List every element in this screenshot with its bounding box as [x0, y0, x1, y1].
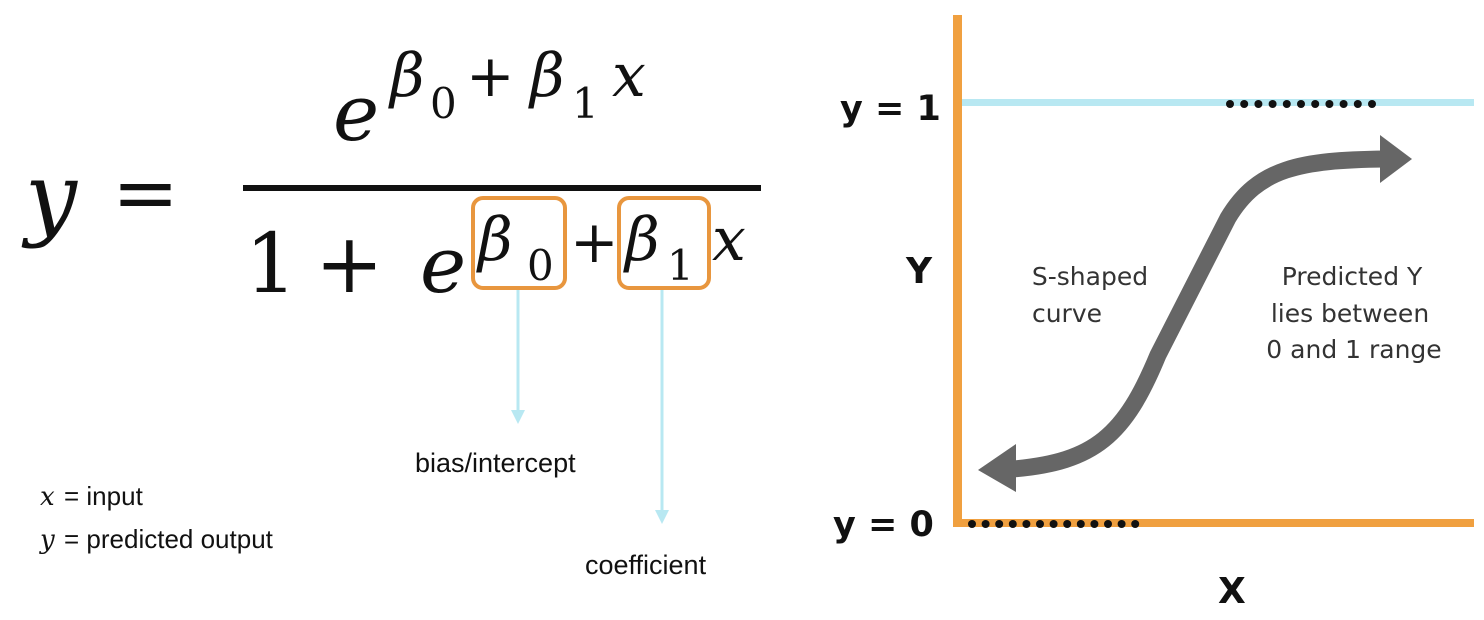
coefficient-arrow-head: [655, 510, 669, 524]
lower-dot: [968, 520, 976, 528]
legend-y-desc: = predicted output: [64, 524, 274, 554]
upper-dot: [1254, 100, 1263, 108]
denominator-e: e: [420, 221, 466, 311]
curve-arrow-head-left: [978, 444, 1016, 492]
lower-dot: [1049, 520, 1058, 528]
numerator-e: e: [333, 69, 379, 159]
s-shaped-curve: [1012, 150, 1386, 478]
formula-lhs: y: [21, 143, 78, 250]
variable-legend: x = input y = predicted output: [39, 481, 274, 555]
range-label-line1: Predicted Y: [1282, 262, 1423, 291]
lower-dot: [1008, 520, 1017, 528]
coefficient-highlight-box: [617, 196, 711, 290]
lower-dot: [1022, 520, 1031, 528]
x-axis-label: X: [1218, 571, 1246, 612]
logistic-formula: y = e β 0 + β 1 x 1 + e β 0 + β 1 x: [21, 41, 761, 312]
x-axis: [953, 519, 1474, 527]
numerator-beta0: β: [388, 41, 425, 111]
annotation-arrows: [511, 290, 669, 524]
upper-dotted-line: [1226, 100, 1376, 108]
upper-dot: [1297, 100, 1305, 108]
lower-dot: [995, 520, 1004, 528]
lower-dot: [1063, 520, 1072, 528]
upper-dot: [1339, 100, 1348, 108]
lower-dot: [1104, 520, 1112, 528]
upper-dot: [1368, 100, 1376, 108]
lower-dot: [981, 520, 990, 528]
legend-x-desc: = input: [64, 481, 144, 511]
upper-dot: [1240, 100, 1249, 108]
upper-dot: [1311, 100, 1320, 108]
curve-label-line2: curve: [1032, 299, 1102, 328]
lower-dot: [1036, 520, 1044, 528]
sigmoid-graph: y = 1 y = 0 Y X S-shaped curve Predicted…: [833, 15, 1474, 612]
upper-bound-line: [958, 99, 1474, 106]
denominator-beta0: β: [476, 205, 513, 275]
denominator-plus2: +: [570, 208, 619, 276]
lower-dot: [1117, 520, 1126, 528]
range-label-line2: lies between: [1271, 299, 1429, 328]
numerator-beta1: β: [528, 41, 565, 111]
denominator-beta1-sub: 1: [667, 241, 694, 290]
fraction-bar: [243, 185, 761, 191]
numerator-beta0-sub: 0: [430, 79, 457, 128]
upper-dot: [1226, 100, 1234, 108]
denominator-x: x: [712, 205, 746, 275]
y-equals-zero-label: y = 0: [833, 505, 934, 545]
upper-dot: [1325, 100, 1334, 108]
lower-dot: [1131, 520, 1140, 528]
upper-dot: [1282, 100, 1291, 108]
lower-dotted-line: [968, 520, 1140, 528]
y-axis-label: Y: [905, 251, 933, 292]
intercept-highlight-box: [471, 196, 567, 290]
intercept-label: bias/intercept: [415, 448, 576, 478]
legend-y-var: y: [39, 525, 55, 555]
y-equals-one-label: y = 1: [840, 89, 941, 129]
denominator-plus: +: [315, 217, 384, 312]
upper-dot: [1268, 100, 1277, 108]
denominator-one: 1: [245, 217, 297, 312]
formula-equals: =: [112, 146, 179, 239]
numerator-beta1-sub: 1: [572, 79, 599, 128]
denominator-beta0-sub: 0: [527, 241, 554, 290]
numerator-x: x: [612, 41, 646, 111]
upper-dot: [1353, 100, 1362, 108]
curve-label-line1: S-shaped: [1032, 262, 1148, 291]
numerator-plus: +: [466, 42, 515, 110]
lower-dot: [1090, 520, 1099, 528]
denominator-beta1: β: [623, 205, 660, 275]
curve-arrow-head-right: [1380, 135, 1412, 183]
lower-dot: [1076, 520, 1085, 528]
legend-x-var: x: [40, 482, 55, 512]
range-label-line3: 0 and 1 range: [1266, 335, 1441, 364]
y-axis: [953, 15, 962, 527]
intercept-arrow-head: [511, 410, 525, 424]
coefficient-label: coefficient: [585, 550, 707, 580]
